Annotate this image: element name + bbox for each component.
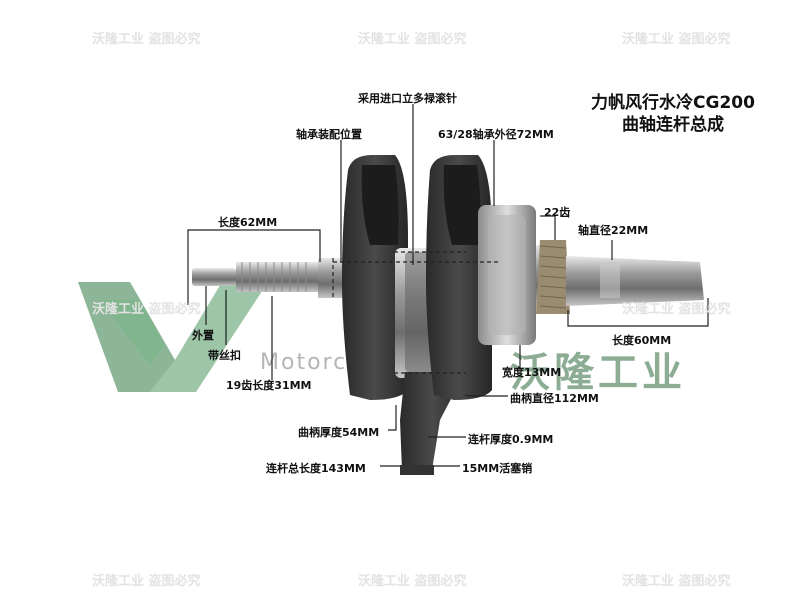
label-bearing-position: 轴承装配位置 <box>296 128 362 141</box>
label-length-60: 长度60MM <box>612 334 672 347</box>
watermark-text: 沃隆工业 盗图必究 <box>622 32 731 47</box>
product-title-line1: 力帆风行水冷CG200 <box>591 93 755 113</box>
label-width: 宽度13MM <box>502 366 562 379</box>
watermark-text: 沃隆工业 盗图必究 <box>92 302 201 317</box>
watermark-text: 沃隆工业 盗图必究 <box>358 574 467 589</box>
watermark-text: 沃隆工业 盗图必究 <box>622 302 731 317</box>
product-title-line2: 曲轴连杆总成 <box>622 115 724 135</box>
label-teeth-22: 22齿 <box>544 206 571 219</box>
label-threaded: 带丝扣 <box>208 349 241 362</box>
watermark-text: 沃隆工业 盗图必究 <box>622 574 731 589</box>
label-outer: 外置 <box>192 329 214 342</box>
label-shaft-dia: 轴直径22MM <box>578 224 649 237</box>
label-bearing-od: 63/28轴承外径72MM <box>438 128 554 141</box>
brand-name-cn: 沃隆工业 <box>510 350 686 396</box>
label-crank-thickness: 曲柄厚度54MM <box>298 426 380 439</box>
watermark-text: 沃隆工业 盗图必究 <box>358 32 467 47</box>
label-piston-pin: 15MM活塞销 <box>462 462 533 475</box>
watermark-text: 沃隆工业 盗图必究 <box>92 574 201 589</box>
watermark-text: 沃隆工业 盗图必究 <box>92 32 201 47</box>
label-length-62: 长度62MM <box>218 216 278 229</box>
label-rod-length: 连杆总长度143MM <box>266 462 366 475</box>
label-spline: 19齿长度31MM <box>226 379 312 392</box>
label-crank-dia: 曲柄直径112MM <box>510 392 599 405</box>
label-rod-thickness: 连杆厚度0.9MM <box>468 433 554 446</box>
label-needle-bearing: 采用进口立多禄滚针 <box>358 92 457 105</box>
